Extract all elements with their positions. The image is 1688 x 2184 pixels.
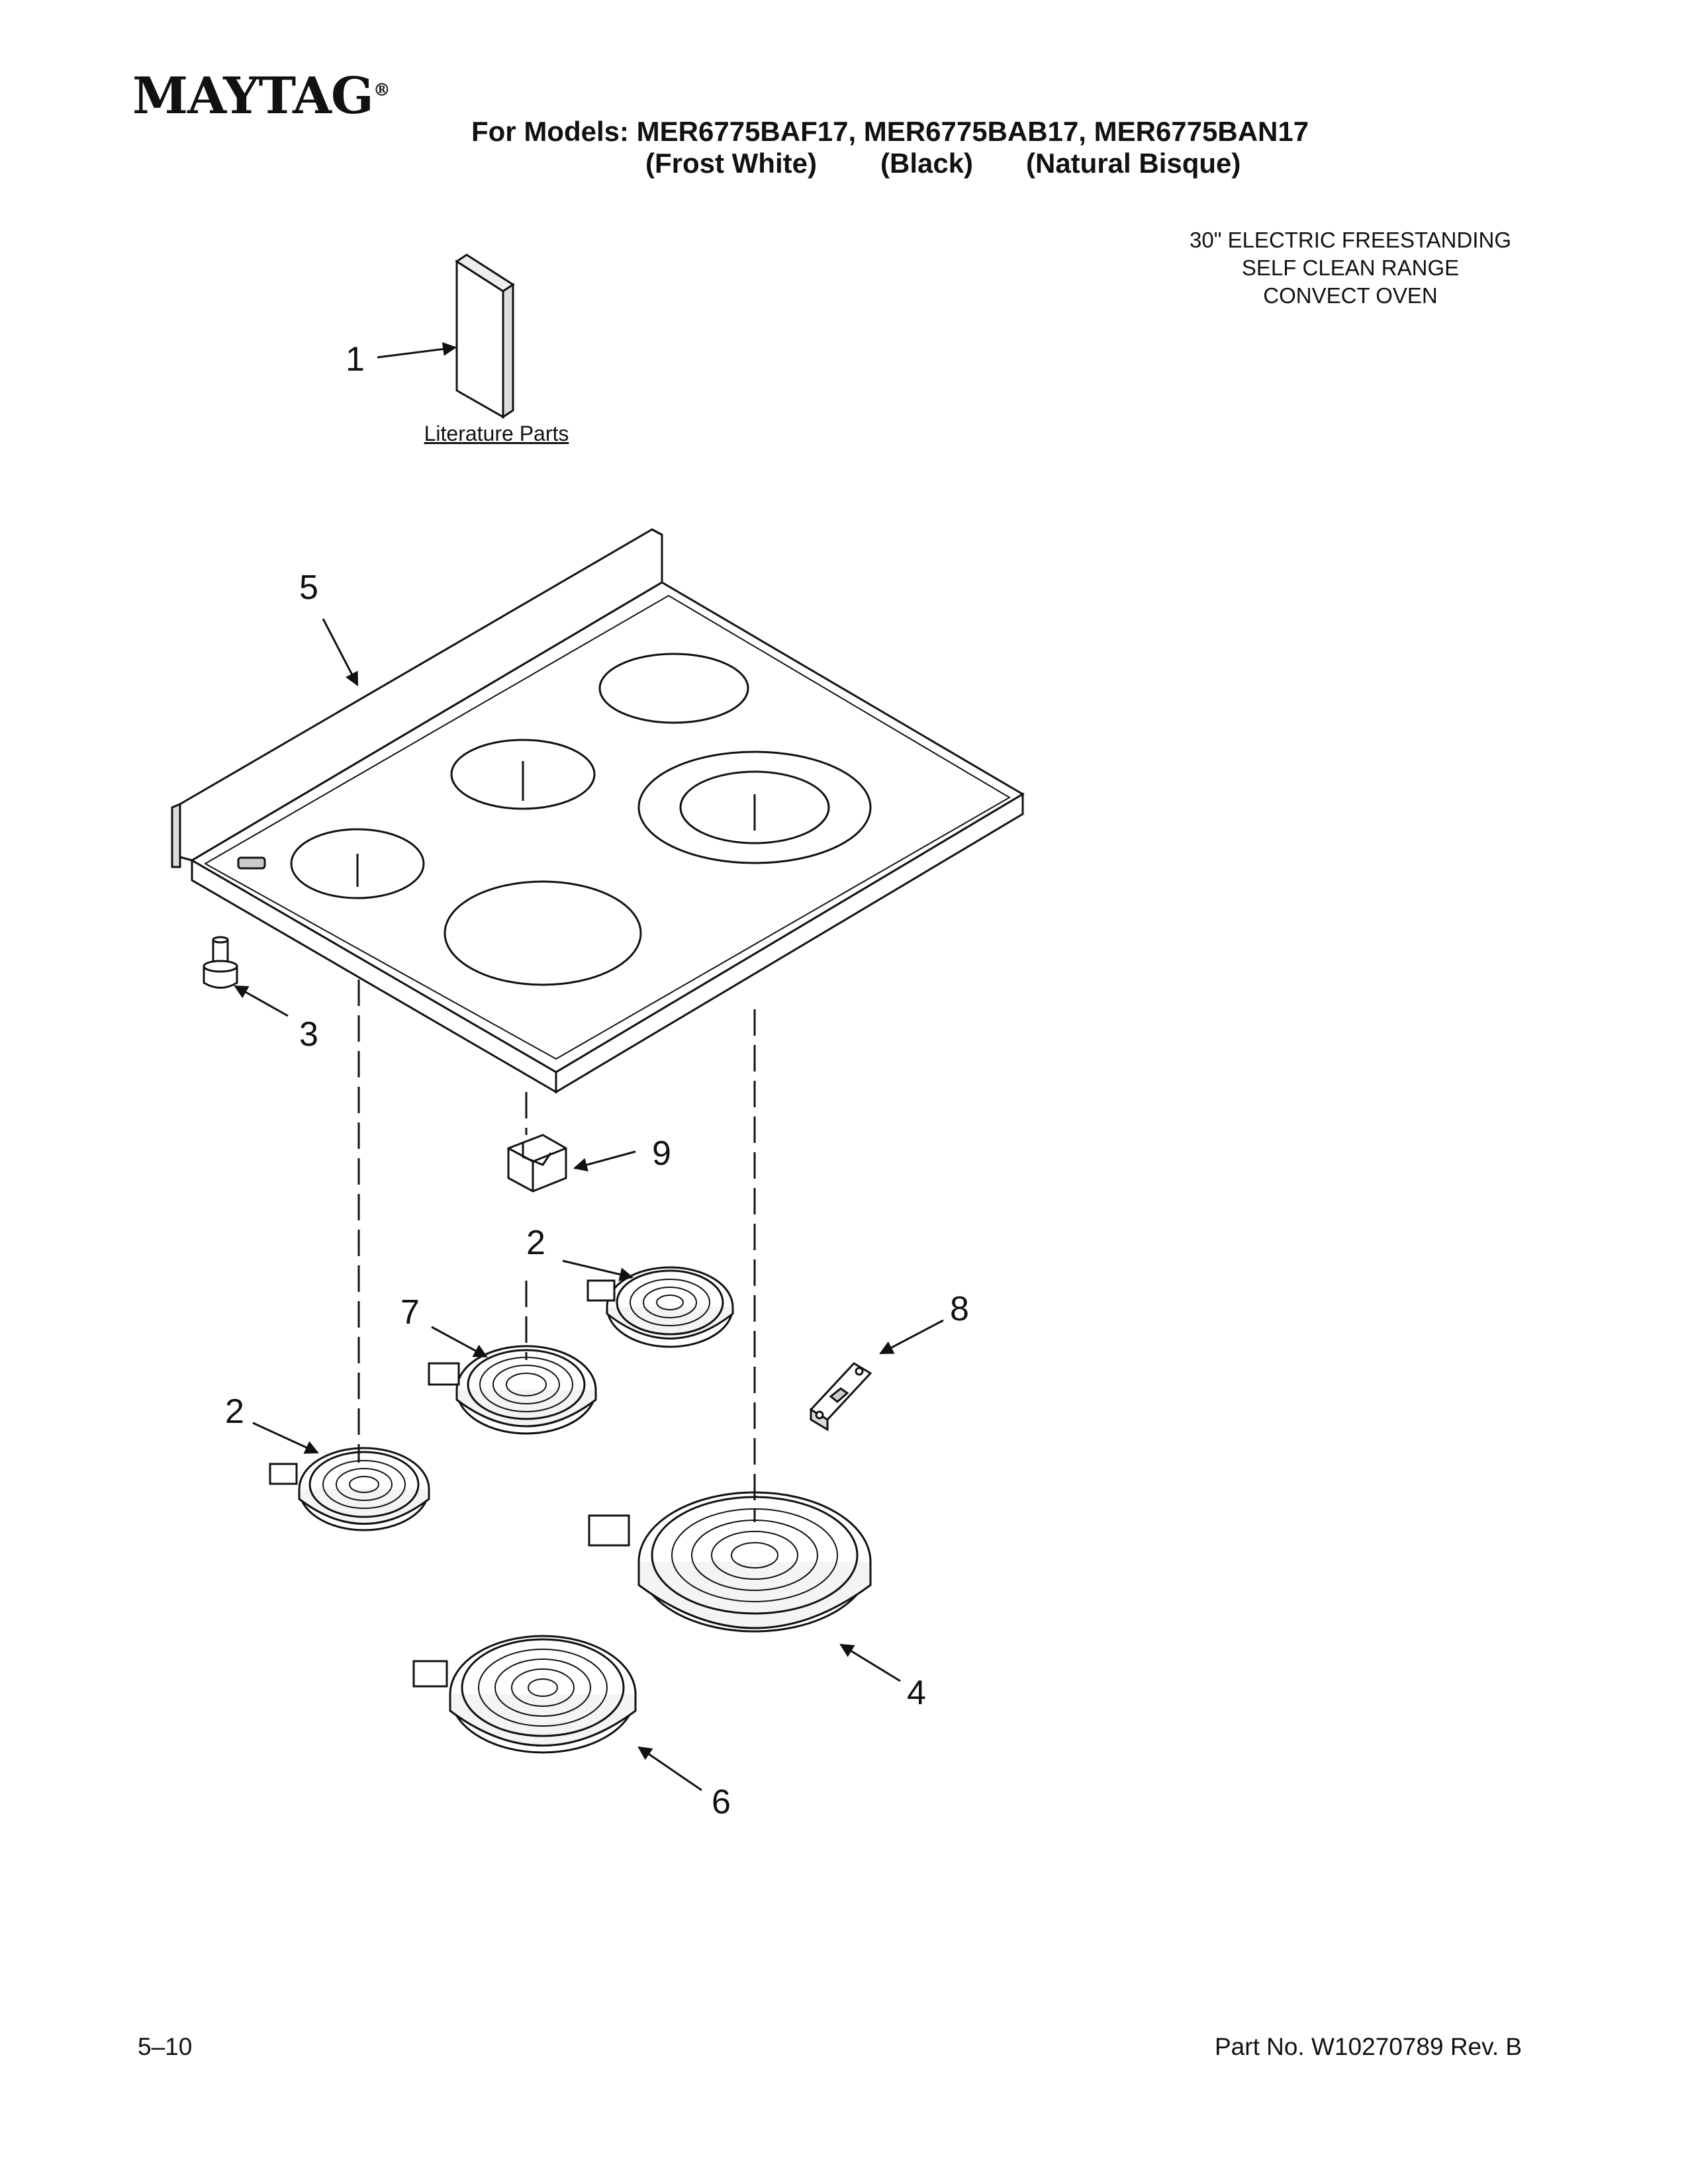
clip-block-icon [507,1134,567,1193]
knob-stud-icon [203,936,238,989]
surface-element-icon [428,1345,597,1435]
callout-9: 9 [652,1134,671,1173]
product-description: 30" ELECTRIC FREESTANDING SELF CLEAN RAN… [1125,226,1575,310]
part-number: Part No. W10270789 Rev. B [1215,2033,1523,2060]
page-number: 5–10 [138,2033,193,2060]
literature-parts-label: Literature Parts [424,422,569,445]
callout-numbers: 1 5 3 9 2 7 2 8 4 6 [225,340,969,1821]
models-line: For Models: MER6775BAF17, MER6775BAB17, … [471,116,1309,147]
callout-6: 6 [712,1783,731,1821]
cooktop-panel-icon [171,528,1025,1094]
surface-element-icon [412,1635,637,1754]
description-line-2: SELF CLEAN RANGE [1241,255,1460,280]
description-line-3: CONVECT OVEN [1263,283,1438,308]
color-frost-white: (Frost White) [645,148,817,179]
callout-2-upper: 2 [526,1224,545,1262]
description-line-1: 30" ELECTRIC FREESTANDING [1189,228,1512,252]
callout-4: 4 [907,1674,926,1712]
color-black: (Black) [880,148,974,179]
surface-element-icon [586,1266,734,1348]
callout-1: 1 [346,340,365,379]
bracket-icon [809,1362,872,1432]
callout-3: 3 [299,1015,318,1054]
callout-7: 7 [400,1293,420,1332]
alignment-lines [357,979,756,1522]
color-natural-bisque: (Natural Bisque) [1026,148,1241,179]
callout-5: 5 [299,569,318,607]
brand-logo: MAYTAG® [132,66,391,125]
leader-arrows [234,341,944,1792]
surface-element-icon [588,1491,872,1633]
callout-2-lower: 2 [225,1392,244,1431]
surface-element-icon [269,1447,430,1531]
callout-8: 8 [950,1290,969,1328]
literature-booklet-icon [455,253,515,419]
